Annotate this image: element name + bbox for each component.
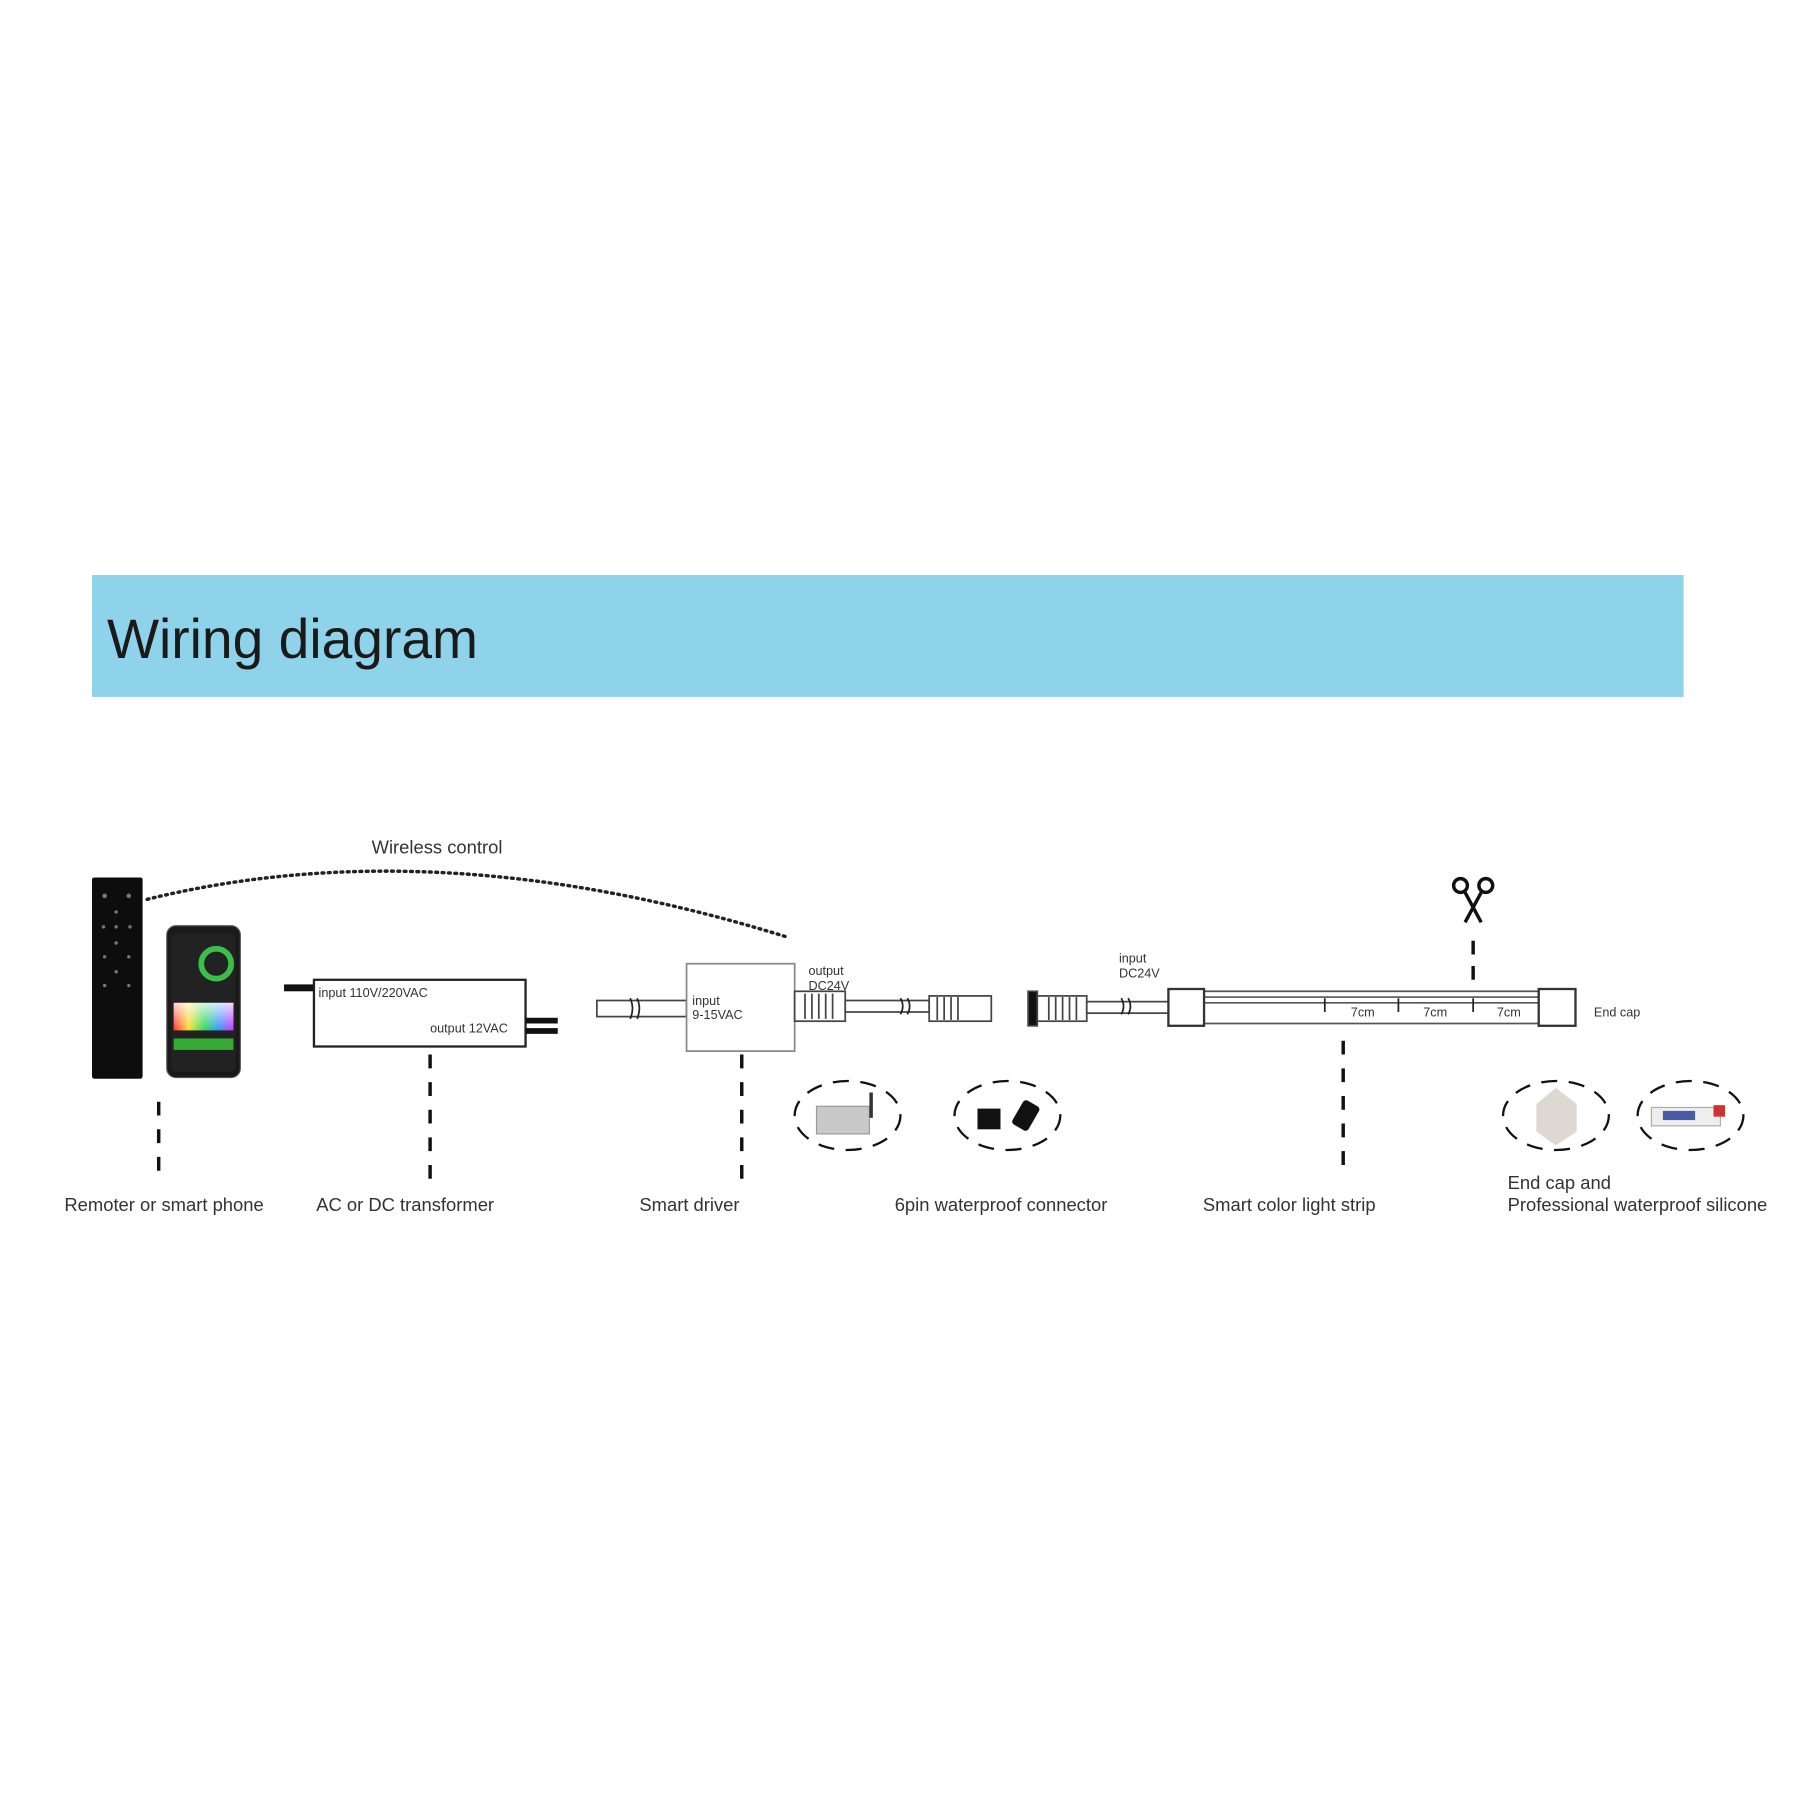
- end-cap-label: End cap: [1594, 1006, 1640, 1020]
- wireless-control-label: Wireless control: [372, 836, 503, 857]
- driver-photo-icon: [815, 1092, 873, 1135]
- segment-length-label: 7cm: [1351, 1006, 1375, 1020]
- page-title: Wiring diagram: [107, 608, 478, 670]
- driver-input-label: input: [692, 994, 720, 1008]
- transformer-input-label: input 110V/220VAC: [319, 986, 428, 1000]
- endcap-photo-circle: [1501, 1079, 1610, 1152]
- driver-output-voltage: DC24V: [808, 979, 849, 993]
- driver-input-voltage: 9-15VAC: [692, 1008, 742, 1022]
- driver-photo-circle: [793, 1079, 902, 1152]
- driver-label: Smart driver: [639, 1194, 739, 1215]
- transformer-output-label: output 12VAC: [430, 1022, 508, 1036]
- strip-label: Smart color light strip: [1203, 1194, 1376, 1215]
- endcap-photo-icon: [1536, 1087, 1577, 1146]
- scissors-icon: [1451, 876, 1495, 924]
- connector-photo-icon: [977, 1100, 1040, 1131]
- remote-label: Remoter or smart phone: [64, 1194, 263, 1215]
- title-banner: [92, 575, 1684, 697]
- smart-driver-icon: [595, 962, 993, 1052]
- connector-label: 6pin waterproof connector: [895, 1194, 1108, 1215]
- segment-length-label: 7cm: [1497, 1006, 1521, 1020]
- strip-input-voltage: DC24V: [1119, 967, 1160, 981]
- segment-length-label: 7cm: [1423, 1006, 1447, 1020]
- driver-output-label: output: [808, 964, 844, 978]
- silicone-tube-icon: [1650, 1105, 1725, 1127]
- strip-connector-icon: [1027, 990, 1170, 1027]
- endcap-label-line1: End cap and: [1508, 1172, 1611, 1193]
- connector-photo-circle: [953, 1079, 1062, 1152]
- wireless-signal-arc: [145, 869, 790, 939]
- silicone-photo-circle: [1636, 1079, 1745, 1152]
- transformer-label: AC or DC transformer: [316, 1194, 494, 1215]
- transformer-icon: [284, 978, 558, 1048]
- strip-input-label: input: [1119, 952, 1147, 966]
- remote-control-icon: [92, 877, 143, 1079]
- light-strip-icon: [1167, 987, 1577, 1027]
- smart-phone-icon: [166, 925, 241, 1079]
- endcap-label-line2: Professional waterproof silicone: [1508, 1194, 1768, 1215]
